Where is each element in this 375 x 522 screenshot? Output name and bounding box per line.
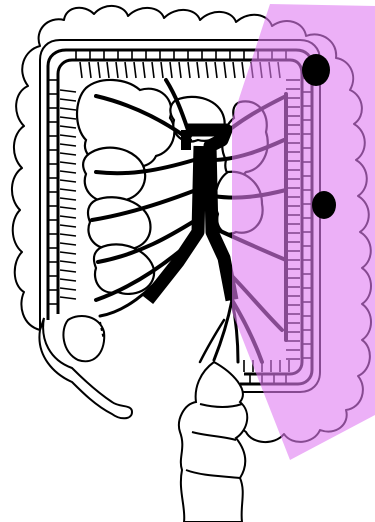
vasa-recta-line [125,62,127,78]
vasa-recta-line [60,297,76,299]
vasa-recta-line [60,288,76,290]
cecum [39,316,132,418]
vasa-recta-line [152,62,154,78]
vasa-recta-line [224,62,226,78]
node-lower [312,191,336,219]
node-upper [302,54,330,86]
vasa-recta-line [116,62,118,78]
vasa-recta-line [60,207,76,209]
vasa-recta-line [60,126,76,128]
vasa-recta-line [60,171,76,173]
vasa-recta-line [134,62,136,78]
vasa-recta-line [170,62,172,78]
vasa-recta-line [60,189,76,191]
vasa-recta-line [242,62,244,78]
vasa-recta-line [80,62,82,78]
vasa-recta-line [215,62,217,78]
vasa-recta-line [107,62,109,78]
vasa-recta-line [60,261,76,263]
vasa-recta-line [161,62,163,78]
rectum-sigmoid [179,362,247,522]
vasa-recta-line [60,108,76,110]
vasa-recta-line [60,90,76,92]
vasa-recta-line [60,180,76,182]
vasa-recta-line [60,144,76,146]
vasa-recta-line [60,234,76,236]
vasa-recta-line [89,62,91,78]
vasa-recta-line [197,62,199,78]
vasa-recta-line [60,135,76,137]
vasa-recta-line [98,62,100,78]
vasa-recta-line [60,279,76,281]
vasa-recta-line [179,62,181,78]
vasa-recta-line [143,62,145,78]
vasa-recta-line [60,225,76,227]
vasa-recta-line [60,99,76,101]
vasa-recta-line [188,62,190,78]
vasa-recta-line [60,252,76,254]
vasa-recta-line [233,62,235,78]
vasa-recta-line [60,153,76,155]
vasa-recta-line [60,243,76,245]
vasa-recta-line [60,198,76,200]
vasa-recta-line [60,216,76,218]
vasa-recta-line [206,62,208,78]
vasa-recta-line [60,270,76,272]
vasa-recta-line [60,162,76,164]
vasa-recta-line [60,117,76,119]
